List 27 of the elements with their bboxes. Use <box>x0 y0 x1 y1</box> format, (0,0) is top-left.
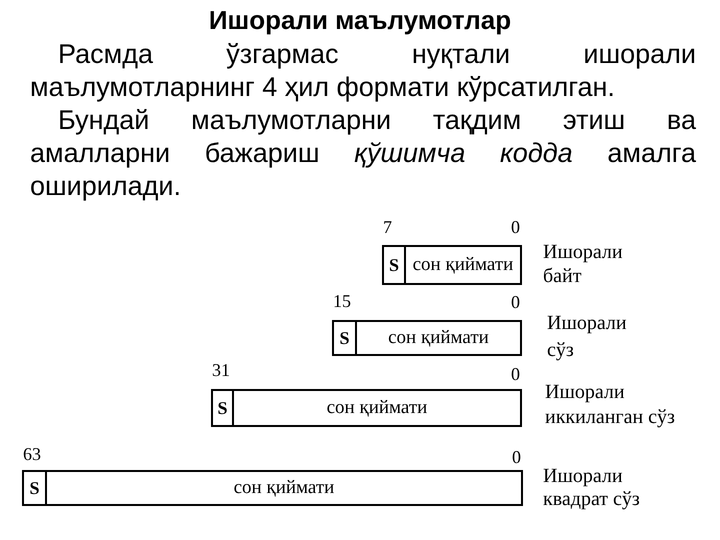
bit-number: 0 <box>510 292 520 312</box>
sign-bit-cell: S <box>384 247 406 283</box>
value-field: сон қиймати <box>234 391 520 425</box>
value-field: сон қиймати <box>47 472 521 504</box>
paragraph: Расмда ўзгармас нуқтали ишорали маълумотларнинг 4 ҳил формати кўрсатилган. <box>30 38 696 104</box>
title: Ишорали маълумотлар <box>208 4 512 36</box>
bit-number: 31 <box>212 360 230 380</box>
bit-number: 7 <box>383 217 392 237</box>
register-box <box>22 470 523 506</box>
bit-number: 0 <box>510 364 520 384</box>
bit-number: 15 <box>333 291 351 311</box>
sign-bit-cell: S <box>334 322 357 354</box>
value-field: сон қиймати <box>406 247 520 283</box>
sign-bit-cell: S <box>24 472 47 504</box>
sign-bit-cell: S <box>213 391 234 425</box>
register-caption: Ишорали квадрат сўз <box>543 465 641 511</box>
register-caption: Ишорали сўз <box>547 311 628 363</box>
register-box <box>332 320 522 356</box>
register-caption: Ишорали байт <box>543 240 624 288</box>
bit-number: 63 <box>23 444 41 464</box>
bit-number: 0 <box>511 447 521 467</box>
paragraph: Бундай маълумотларни тақдим этиш ва амалларни бажариш қўшимча кодда амалга оширилади. <box>30 104 696 203</box>
bit-number: 0 <box>510 217 520 237</box>
register-box <box>211 389 522 427</box>
value-field: сон қиймати <box>357 322 520 354</box>
register-caption: Ишорали иккиланган сўз <box>545 380 676 430</box>
register-box <box>382 245 522 285</box>
